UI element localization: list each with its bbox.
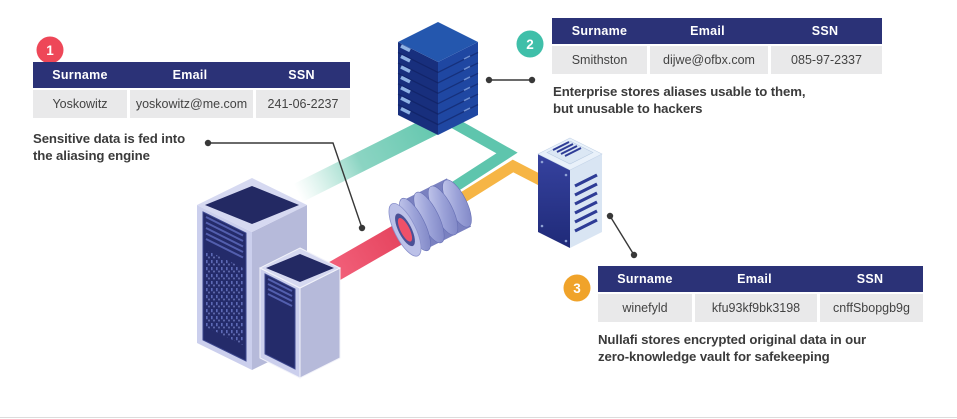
table-header-row: Surname Email SSN [33,62,350,88]
table-cell: cnffSbopgb9g [817,294,923,322]
connector-line-1 [208,142,363,229]
table-cell: yoskowitz@me.com [127,90,253,118]
yellow-pipe [443,159,549,213]
vault-server-illustration [537,137,603,248]
step-2-badge: 2 [516,30,544,58]
table-cell: Smithston [571,53,628,67]
step-1-badge: 1 [36,36,64,64]
server-towers-illustration [197,178,342,379]
table-cell: 241-06-2237 [253,90,350,118]
table-row: winefyld kfu93kf9bk3198 cnffSbopgb9g [598,294,923,322]
table-header-row: Surname Email SSN [552,18,882,44]
column-header: Email [737,272,772,286]
column-header: SSN [811,24,839,38]
table-cell: winefyld [622,301,668,315]
server-stack-illustration [397,22,479,135]
column-header: Surname [617,272,673,286]
step-2-number: 2 [526,37,534,52]
step-3-caption: Nullafi stores encrypted original data i… [598,332,867,364]
connector-dots [204,76,638,259]
bottom-divider [0,417,957,418]
connector-line-3 [609,215,635,256]
step-1-caption: Sensitive data is fed into the aliasing … [33,131,186,163]
data-table-2: Surname Email SSN Smithston dijwe@ofbx.c… [552,18,882,74]
step-3-badge: 3 [563,274,591,302]
column-header: Email [690,24,725,38]
table-cell: Yoskowitz [52,97,108,111]
column-header: Email [172,68,208,82]
table-cell: dijwe@ofbx.com [647,46,768,74]
step-2-caption: Enterprise stores aliases usable to them… [553,84,806,116]
table-cell: kfu93kf9bk3198 [692,294,817,322]
teal-feed-band [293,115,441,202]
table-header-row: Surname Email SSN [598,266,923,292]
column-header: Surname [52,68,108,82]
column-header: SSN [288,68,315,82]
data-table-1: Surname Email SSN Yoskowitz yoskowitz@me… [33,62,350,118]
table-row: Smithston dijwe@ofbx.com 085-97-2337 [552,46,882,74]
data-table-3: Surname Email SSN winefyld kfu93kf9bk319… [598,266,923,322]
column-header: SSN [856,272,884,286]
step-3-number: 3 [573,281,581,296]
red-pipe [327,220,412,282]
table-cell: 085-97-2337 [768,46,882,74]
step-1-number: 1 [46,43,54,58]
coil-engine-illustration [388,178,472,257]
table-row: Yoskowitz yoskowitz@me.com 241-06-2237 [33,90,350,118]
column-header: Surname [571,24,628,38]
